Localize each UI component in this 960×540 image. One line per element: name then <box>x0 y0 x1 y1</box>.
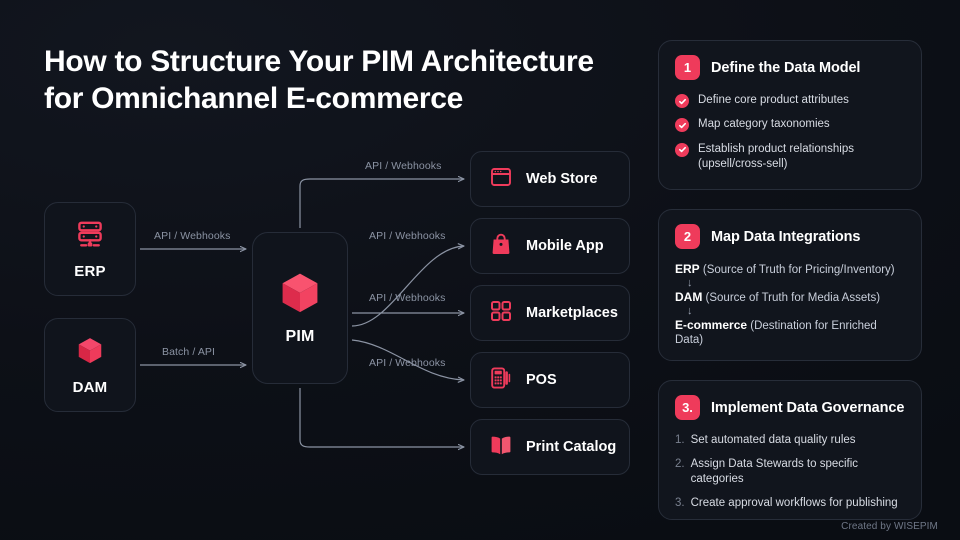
list-item: Establish product relationships (upsell/… <box>675 142 905 173</box>
flow-row-name: DAM <box>675 290 703 305</box>
diagram-node-erp-label: ERP <box>74 262 106 280</box>
channel-card-print-catalog[interactable]: Print Catalog <box>470 419 630 475</box>
flow-row-detail: (Source of Truth for Pricing/Inventory) <box>702 264 895 276</box>
channel-card-mobile-app[interactable]: Mobile App <box>470 218 630 274</box>
flow-row-name: E-commerce <box>675 318 748 333</box>
server-icon <box>75 219 105 254</box>
shopping-bag-icon <box>489 232 513 261</box>
flow-row: DAM (Source of Truth for Media Assets) <box>675 290 905 305</box>
cube-icon <box>75 335 105 370</box>
channel-label: Web Store <box>526 171 598 187</box>
check-icon <box>675 118 689 133</box>
list-item: Map category taxonomies <box>675 117 905 133</box>
architecture-diagram: ERP DAM PIM <box>0 130 650 490</box>
open-book-icon <box>489 433 513 462</box>
card-title: Define the Data Model <box>711 59 861 76</box>
connector-label-dam-pim: Batch / API <box>162 346 216 358</box>
channel-label: Mobile App <box>526 238 604 254</box>
flow-row: ERP (Source of Truth for Pricing/Invento… <box>675 262 905 277</box>
card-title: Map Data Integrations <box>711 228 861 245</box>
list-item: 1. Set automated data quality rules <box>675 433 905 447</box>
page-title: How to Structure Your PIM Architecture f… <box>44 44 644 118</box>
card-header: 3. Implement Data Governance <box>675 395 905 420</box>
list-item-label: Establish product relationships (upsell/… <box>698 142 854 170</box>
down-arrow-icon: ↓ <box>687 277 693 290</box>
list-item-index: 1. <box>675 434 685 446</box>
flow-row: E-commerce (Destination for Enriched Dat… <box>675 318 905 348</box>
down-arrow-icon: ↓ <box>687 305 693 318</box>
step-badge: 3. <box>675 395 700 420</box>
list-item: 2. Assign Data Stewards to specific cate… <box>675 457 905 486</box>
channel-label: Marketplaces <box>526 305 618 321</box>
title-line-1: How to Structure Your PIM Architecture <box>44 45 594 78</box>
card-terminal-icon <box>489 366 513 395</box>
check-icon <box>675 94 689 108</box>
footer-credit: Created by WISEPIM <box>841 521 938 532</box>
channel-card-marketplaces[interactable]: Marketplaces <box>470 285 630 341</box>
cube-icon <box>278 270 322 319</box>
diagram-node-dam[interactable]: DAM <box>44 318 136 412</box>
list-item: Define core product attributes <box>675 93 905 108</box>
card-title: Implement Data Governance <box>711 399 905 416</box>
connector-label-erp-pim: API / Webhooks <box>154 230 231 242</box>
channel-label: POS <box>526 372 557 388</box>
connector-label-pos: API / Webhooks <box>369 357 446 369</box>
list-item-label: Define core product attributes <box>698 94 849 106</box>
card-header: 2 Map Data Integrations <box>675 224 905 249</box>
step-card-3: 3. Implement Data Governance 1. Set auto… <box>658 380 922 520</box>
list-item-index: 2. <box>675 458 685 471</box>
diagram-node-dam-label: DAM <box>72 378 108 396</box>
list-item-index: 3. <box>675 497 685 510</box>
list-item-label: Create approval workflows for publishing <box>690 497 898 510</box>
channel-card-web-store[interactable]: Web Store <box>470 151 630 207</box>
diagram-node-pim-label: PIM <box>285 328 315 345</box>
grid-icon <box>489 299 513 328</box>
connector-label-marketplaces: API / Webhooks <box>369 292 446 304</box>
connector-label-web-store: API / Webhooks <box>365 160 442 172</box>
channel-label: Print Catalog <box>526 439 617 455</box>
numbered-list: 1. Set automated data quality rules 2. A… <box>675 433 905 511</box>
browser-window-icon <box>489 165 513 194</box>
step-card-1: 1 Define the Data Model Define core prod… <box>658 40 922 190</box>
list-item-label: Assign Data Stewards to specific categor… <box>690 458 859 485</box>
list-item: 3. Create approval workflows for publish… <box>675 496 905 510</box>
channel-card-pos[interactable]: POS <box>470 352 630 408</box>
list-item-label: Map category taxonomies <box>698 118 830 131</box>
card-header: 1 Define the Data Model <box>675 55 905 80</box>
connector-wires <box>140 175 465 451</box>
step-card-2: 2 Map Data Integrations ERP (Source of T… <box>658 209 922 361</box>
step-badge: 1 <box>675 55 700 80</box>
flow-row-detail: (Source of Truth for Media Assets) <box>705 292 881 305</box>
title-line-2: for Omnichannel E-commerce <box>44 81 463 115</box>
diagram-node-pim[interactable]: PIM <box>252 232 348 384</box>
checklist: Define core product attributes Map categ… <box>675 93 905 172</box>
list-item-label: Set automated data quality rules <box>690 434 856 446</box>
flow-row-detail: (Destination for Enriched Data) <box>675 320 877 347</box>
diagram-node-erp[interactable]: ERP <box>44 202 136 296</box>
flow-row-name: ERP <box>675 262 700 276</box>
integration-flow: ERP (Source of Truth for Pricing/Invento… <box>675 262 905 348</box>
check-icon <box>675 142 689 157</box>
connector-label-mobile-app: API / Webhooks <box>369 230 446 242</box>
step-badge: 2 <box>675 224 700 249</box>
